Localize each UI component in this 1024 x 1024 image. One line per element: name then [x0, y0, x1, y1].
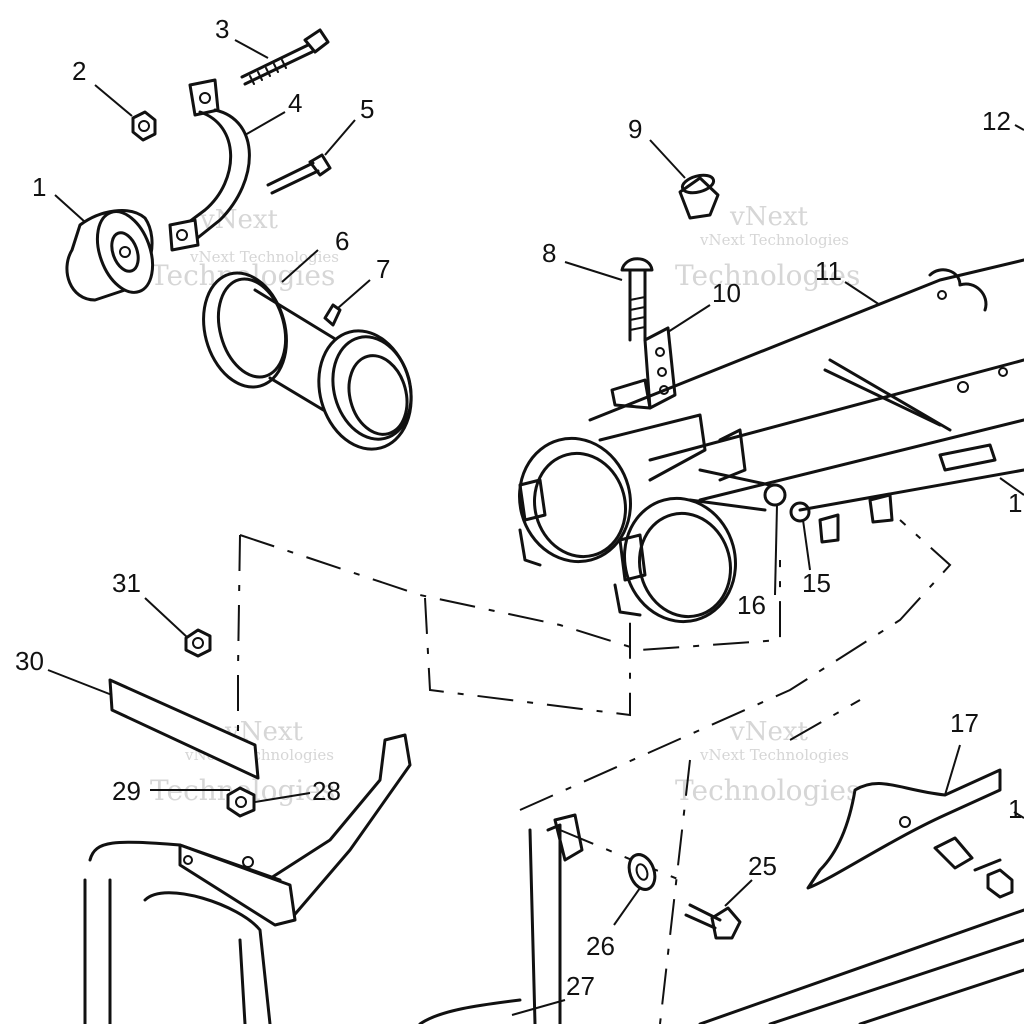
callout-26: 26	[586, 931, 615, 961]
watermark-top-right: vNext vNext Technologies Technologies	[675, 202, 860, 292]
callout-17: 17	[950, 708, 979, 738]
part-bushing	[678, 173, 720, 220]
leader-lines	[47, 39, 1024, 1016]
callout-15: 15	[802, 568, 831, 598]
watermark-technologies: Technologies	[675, 774, 860, 807]
callout-31: 31	[112, 568, 141, 598]
watermark-brand: vNext	[199, 205, 278, 235]
callout-edge-1a: 1	[1008, 488, 1022, 518]
callout-27: 27	[566, 971, 595, 1001]
part-lower-frame	[83, 733, 1024, 1024]
watermark-small: vNext Technologies	[189, 248, 339, 266]
callout-edge-1b: 1	[1008, 794, 1022, 824]
callout-30: 30	[15, 646, 44, 676]
callout-8: 8	[542, 238, 556, 268]
callout-16: 16	[737, 590, 766, 620]
part-clamp-strap	[168, 78, 251, 252]
part-frame-clamps	[518, 413, 811, 624]
part-carriage-bolt	[620, 257, 654, 342]
callout-28: 28	[312, 776, 341, 806]
part-grease-fitting	[323, 303, 342, 327]
callout-10: 10	[712, 278, 741, 308]
watermark-technologies: Technologies	[675, 259, 860, 292]
watermark-bottom-right: vNext vNext Technologies Technologies	[675, 717, 860, 807]
part-bolt-3	[240, 28, 330, 86]
callout-labels: 1 2 3 4 5 6 7 8 9 10 11 12 15 16 17 25 2…	[15, 14, 1022, 1001]
part-swing-arm	[588, 258, 1024, 544]
callout-29: 29	[112, 776, 141, 806]
part-bracket-plate	[610, 326, 677, 410]
part-nut-31	[184, 628, 212, 658]
callout-7: 7	[376, 254, 390, 284]
callout-25: 25	[748, 851, 777, 881]
part-bearing	[65, 209, 155, 302]
callout-2: 2	[72, 56, 86, 86]
part-bolt-25	[684, 903, 742, 940]
part-washer-26	[627, 853, 657, 891]
watermark-brand: vNext	[729, 717, 808, 747]
callout-12: 12	[982, 106, 1011, 136]
part-nut-2	[131, 110, 157, 142]
part-plate-30	[108, 678, 260, 780]
part-nut-28	[226, 786, 256, 818]
callout-5: 5	[360, 94, 374, 124]
watermark-brand: vNext	[729, 202, 808, 232]
part-bolt-5	[266, 153, 332, 195]
callout-4: 4	[288, 88, 302, 118]
part-mount-bar	[178, 843, 297, 927]
watermark-small: vNext Technologies	[699, 231, 849, 249]
callout-6: 6	[335, 226, 349, 256]
callout-3: 3	[215, 14, 229, 44]
watermark-small: vNext Technologies	[699, 746, 849, 764]
callout-9: 9	[628, 114, 642, 144]
callout-11: 11	[815, 256, 842, 286]
part-axle-housing	[202, 271, 413, 451]
part-mount-bracket	[806, 768, 1014, 899]
callout-1: 1	[32, 172, 46, 202]
